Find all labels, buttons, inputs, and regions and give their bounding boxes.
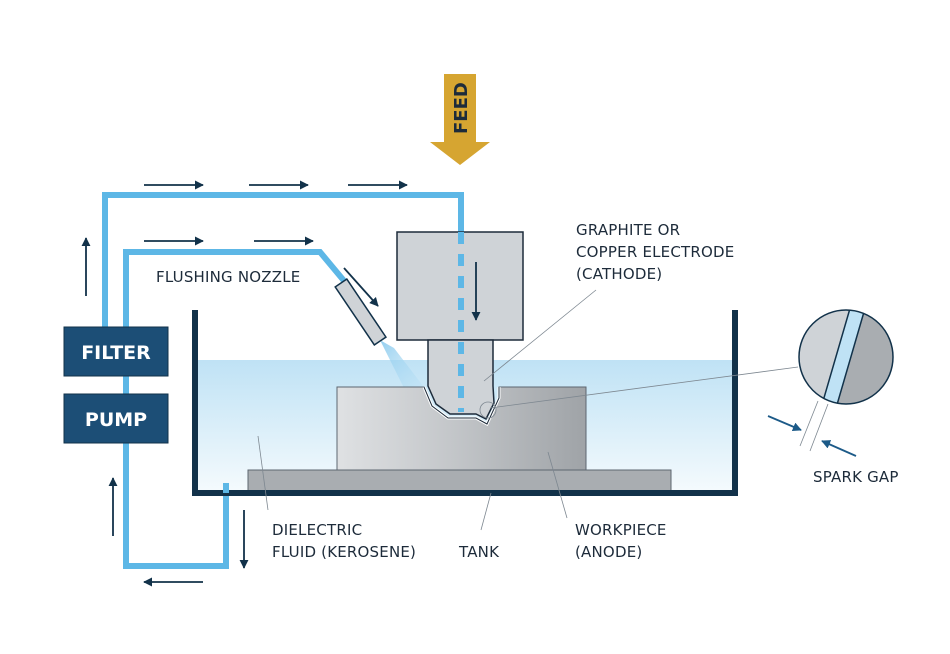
- workpiece-label-line1: WORKPIECE: [575, 521, 667, 539]
- flow-arrows: [81, 180, 481, 587]
- workpiece-base: [247, 469, 672, 492]
- electrode-tip: [427, 339, 495, 421]
- feed-arrow-shape: [430, 74, 490, 165]
- feed-label: FEED: [451, 82, 472, 134]
- electrode-label-line2: COPPER ELECTRODE: [576, 243, 734, 261]
- electrode-label-line3: (CATHODE): [576, 265, 662, 283]
- spark-gap-arrow-right: [821, 440, 857, 457]
- spark-gap-detail[interactable]: [795, 305, 905, 415]
- tank[interactable]: [192, 310, 738, 496]
- filter-label: FILTER: [81, 342, 151, 364]
- dielectric-label-line2: FLUID (KEROSENE): [272, 543, 416, 561]
- nozzle-arrow: [343, 267, 379, 307]
- main-feed-pipe: [102, 192, 464, 330]
- leader-lines: [257, 289, 829, 531]
- workpiece-label-line2: (ANODE): [575, 543, 642, 561]
- pump-box[interactable]: PUMP: [63, 393, 169, 444]
- feed-arrow: FEED: [430, 74, 490, 165]
- flushing-nozzle-label: FLUSHING NOZZLE: [156, 268, 300, 286]
- nozzle-spray: [380, 340, 430, 400]
- dielectric-label-line1: DIELECTRIC: [272, 521, 362, 539]
- flushing-nozzle[interactable]: [334, 278, 387, 346]
- filter-box[interactable]: FILTER: [63, 326, 169, 377]
- flushing-pipe: [123, 249, 348, 330]
- pump-label: PUMP: [85, 409, 147, 431]
- spark-gap-label: SPARK GAP: [813, 468, 899, 486]
- tank-label: TANK: [458, 543, 500, 561]
- pipes: [102, 192, 464, 569]
- return-pipe: [123, 443, 229, 569]
- electrode-label-line1: GRAPHITE OR: [576, 221, 680, 239]
- spark-gap-arrow-left: [767, 415, 802, 431]
